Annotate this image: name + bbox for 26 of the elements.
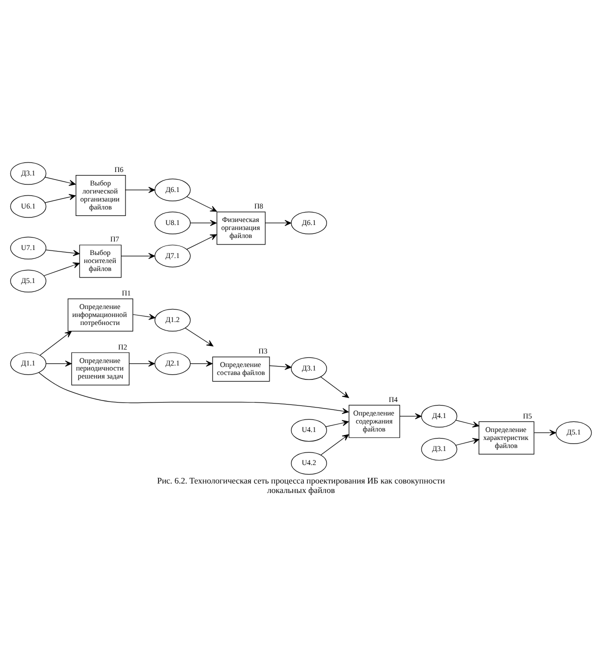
arrow	[186, 196, 217, 212]
arrow	[128, 360, 155, 367]
arrow	[124, 186, 156, 194]
arrow	[121, 252, 156, 260]
arrow	[190, 360, 213, 367]
arrow	[44, 194, 76, 204]
arrow	[186, 234, 217, 250]
arrow	[38, 372, 349, 414]
arrow	[326, 420, 349, 427]
arrow	[40, 331, 72, 356]
arrow	[456, 420, 480, 428]
arrow	[320, 434, 349, 456]
arrow	[320, 376, 349, 398]
arrow	[269, 364, 292, 370]
arrow	[132, 314, 156, 320]
arrow	[534, 430, 556, 436]
arrow	[46, 360, 72, 367]
arrow	[456, 438, 480, 446]
arrow	[44, 176, 76, 186]
arrow	[399, 413, 422, 420]
arrow	[264, 220, 292, 226]
caption: Рис. 6.2. Технологическая сеть процесса проектирования ИБ как совокупности локальных файлов	[157, 476, 445, 495]
arrow	[184, 328, 214, 346]
arrow	[44, 262, 80, 276]
arrow	[190, 220, 217, 226]
arrow	[46, 250, 80, 256]
